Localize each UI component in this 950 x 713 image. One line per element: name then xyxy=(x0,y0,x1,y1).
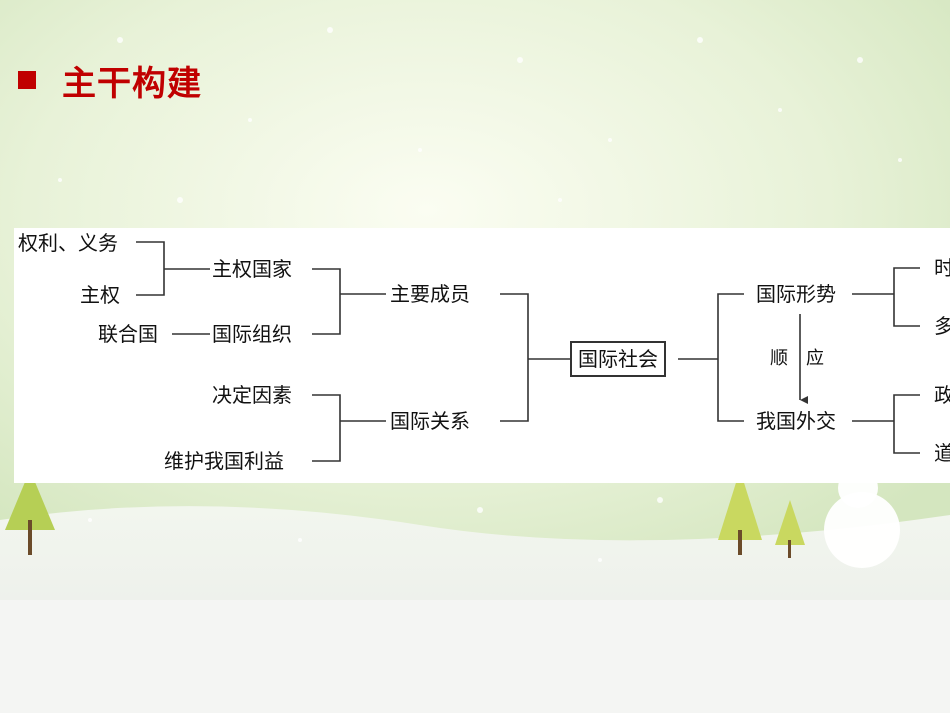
connector-decisive xyxy=(312,394,341,462)
snowflakes xyxy=(58,27,902,562)
connector-sovereign-state xyxy=(312,268,341,335)
label-diplomacy: 我国外交 xyxy=(756,409,836,433)
connector-right-branch xyxy=(717,293,744,422)
label-intl-relations: 国际关系 xyxy=(390,409,470,433)
bullet-square-icon xyxy=(18,71,36,89)
label-decisive-factor: 决定因素 xyxy=(212,383,292,407)
connector-diplomacy-branch xyxy=(893,394,920,454)
label-conform-2: 应 xyxy=(806,348,824,369)
page-title: 主干构建 xyxy=(62,63,202,104)
label-sovereign-state: 主权国家 xyxy=(212,257,292,281)
label-sovereignty: 主权 xyxy=(80,283,120,307)
label-intl-org: 国际组织 xyxy=(212,322,292,346)
label-conform-1: 顺 xyxy=(770,348,788,369)
connector-rights xyxy=(136,241,165,296)
tree-center-icon xyxy=(718,470,805,558)
section-title: 主干构建 xyxy=(18,58,202,104)
label-branch-1: 时 xyxy=(934,256,950,280)
label-branch-4: 道 xyxy=(934,441,950,465)
label-safeguard-interest: 维护我国利益 xyxy=(164,449,284,473)
label-main-members: 主要成员 xyxy=(390,282,470,306)
center-node: 国际社会 xyxy=(570,341,666,377)
diagram-connectors xyxy=(136,241,920,462)
label-branch-3: 政 xyxy=(934,383,950,407)
label-branch-2: 多 xyxy=(934,314,950,338)
connector-main-members xyxy=(500,293,529,422)
label-intl-situation: 国际形势 xyxy=(756,282,836,306)
tree-left-icon xyxy=(5,470,55,555)
concept-diagram: 权利、义务 主权 主权国家 联合国 国际组织 决定因素 维护我国利益 主要成员 … xyxy=(14,228,950,483)
label-rights-duties: 权利、义务 xyxy=(18,231,118,255)
connector-situation-branch xyxy=(893,267,920,327)
label-un: 联合国 xyxy=(98,322,158,346)
